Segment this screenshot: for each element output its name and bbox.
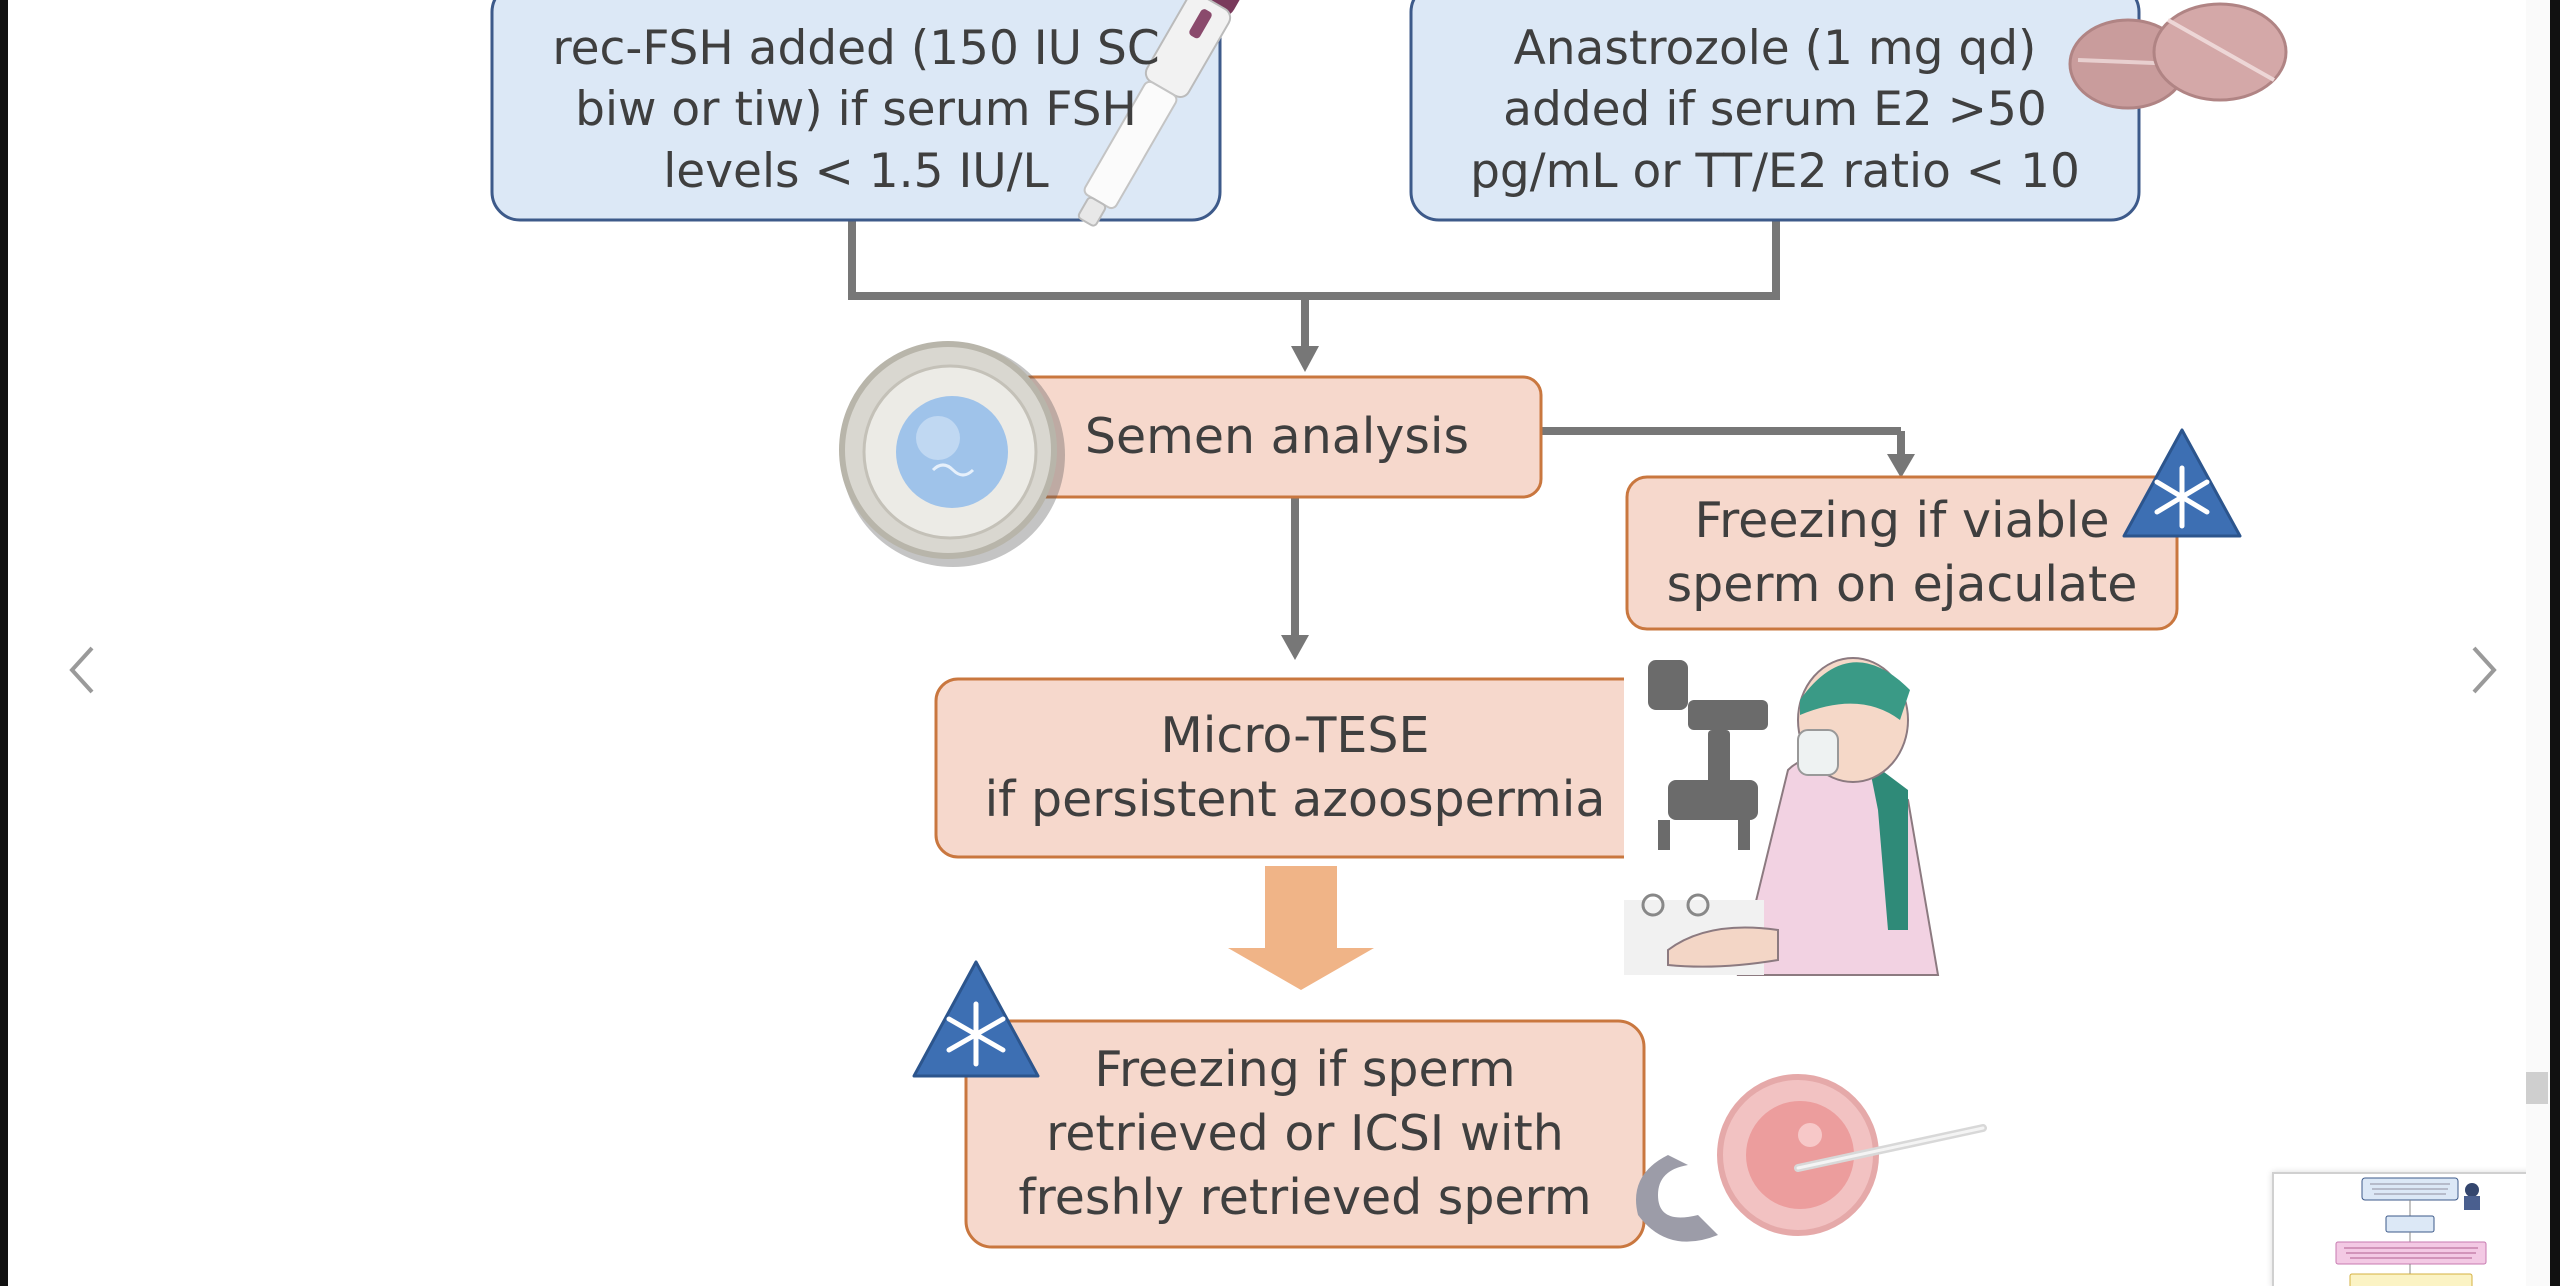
scrollbar-thumb[interactable] [2526,1072,2548,1104]
freezing-ejaculate-box [1625,475,2179,631]
overview-thumbnail[interactable] [2272,1172,2540,1286]
arrowhead-to-micro-tese [1281,635,1309,660]
prev-slide-button[interactable] [62,640,102,700]
big-down-arrow [1228,866,1374,990]
oocyte-injection-icon [1636,1074,1987,1242]
merge-connector [848,220,1905,638]
petri-dish-icon [839,341,1065,567]
arrowhead-to-semen [1291,346,1319,372]
tablets-icon [2068,2,2288,110]
next-slide-button[interactable] [2464,640,2504,700]
anastrozole-label: Anastrozole (1 mg qd) added if serum E2 … [1470,20,2080,199]
snowflake-icon [912,960,1040,1078]
chevron-left-icon [69,646,94,694]
micro-tese-label: Micro-TESE if persistent azoospermia [984,706,1606,828]
rec-fsh-box [490,0,1222,222]
slide-viewer: rec-FSH added (150 IU SC biw or tiw) if … [8,0,2540,1286]
semen-analysis-label: Semen analysis [1084,407,1470,465]
freezing-ejaculate-label: Freezing if viable sperm on ejaculate [1666,491,2138,613]
syringe-pen-icon [1077,0,1257,227]
rec-fsh-label: rec-FSH added (150 IU SC biw or tiw) if … [552,20,1160,199]
freezing-retrieved-label: Freezing if sperm retrieved or ICSI with… [1018,1040,1592,1227]
freezing-retrieved-box [964,1019,1646,1249]
overview-thumbnail-image [2335,1177,2487,1286]
vertical-scrollbar[interactable] [2526,0,2550,1286]
flowchart [490,0,2288,1249]
chevron-right-icon [2472,646,2497,694]
surgeon-microscope-icon [1624,650,1940,976]
arrowhead-to-freezing-ejaculate [1887,454,1915,478]
snowflake-icon [2122,428,2242,538]
